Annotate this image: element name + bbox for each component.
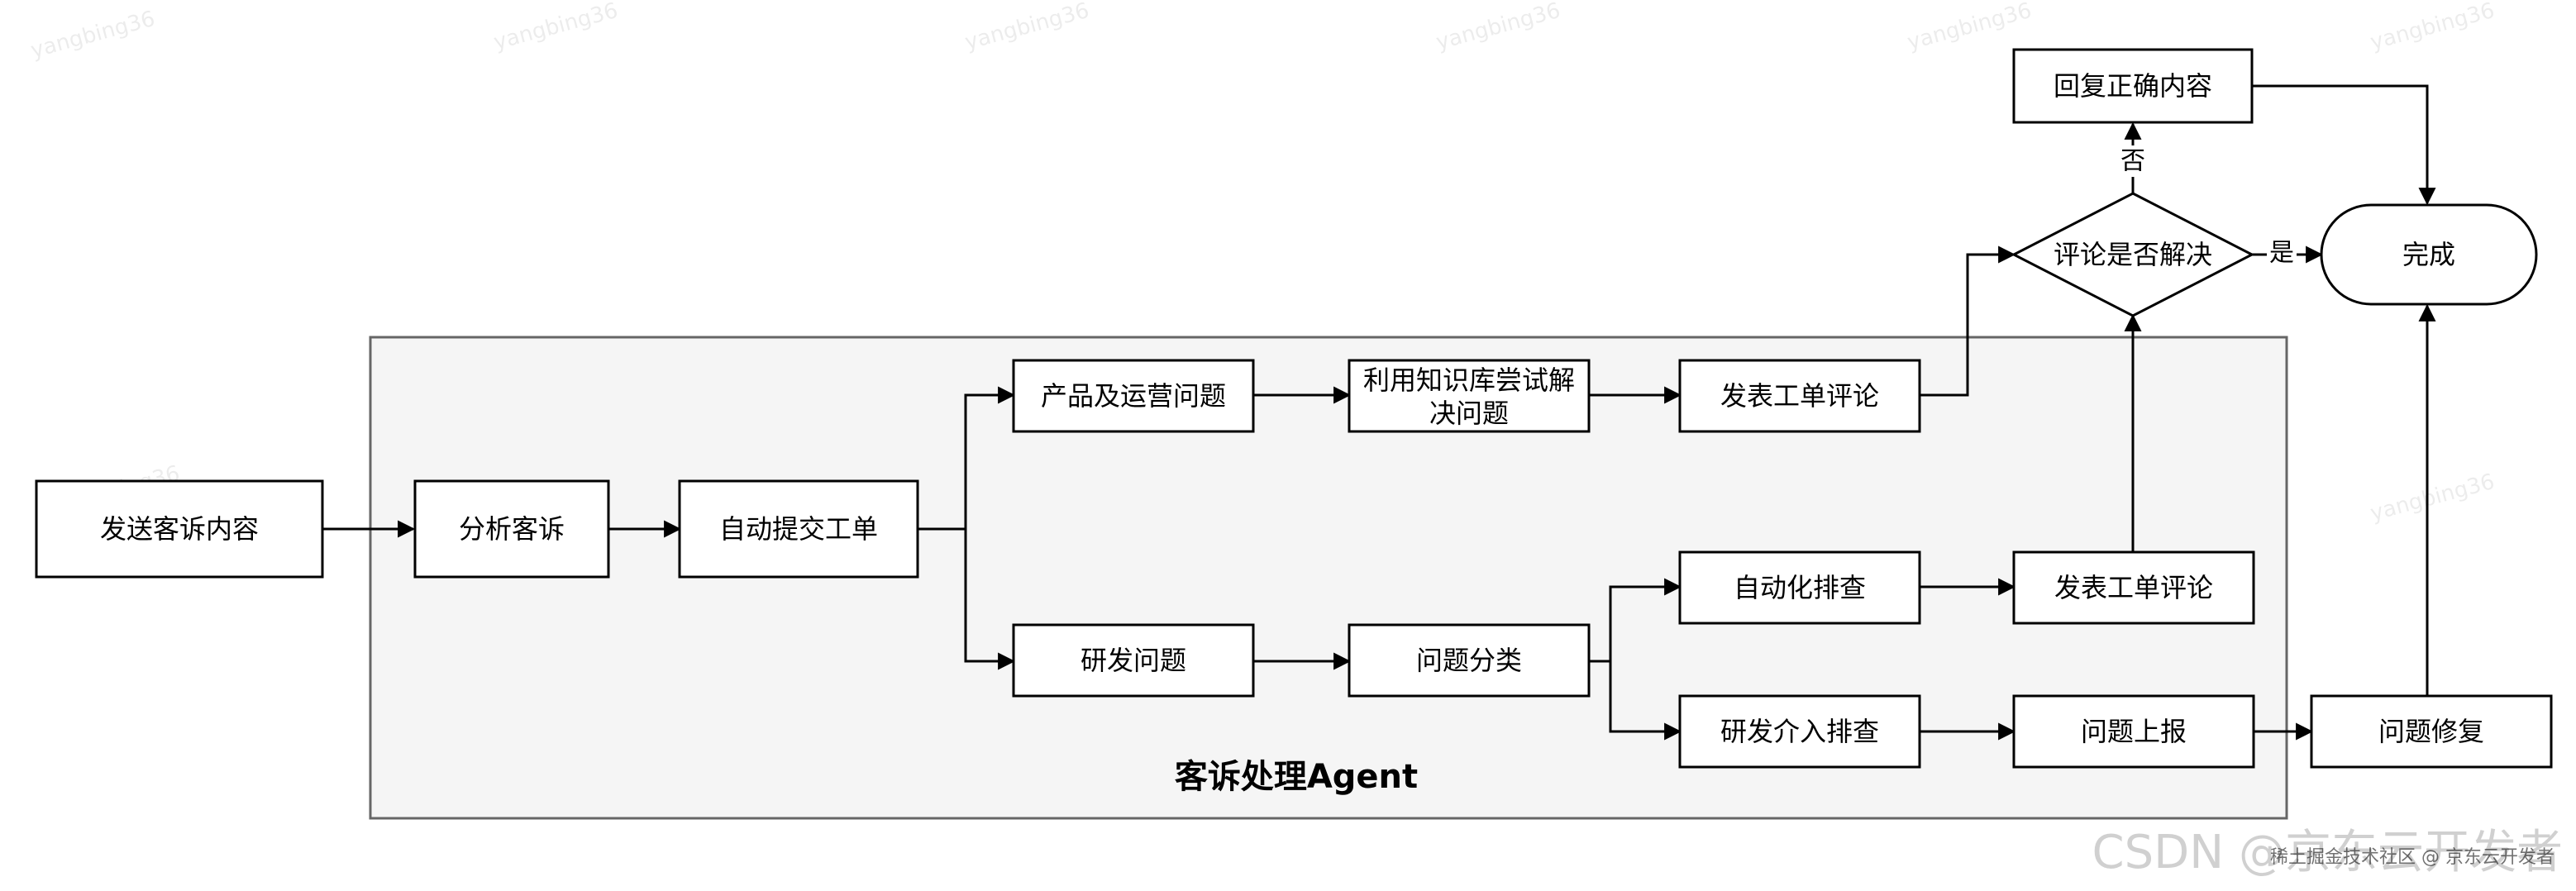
node-classify-label: 问题分类 [1416,645,1522,676]
watermark: yangbing36 [1433,0,1563,55]
node-fix-label: 问题修复 [2378,716,2484,747]
node-auto-check-label: 自动化排查 [1734,572,1866,603]
footer-community: 稀土掘金技术社区 @ 京东云开发者 [2270,847,2555,868]
node-post-comment-mid [2012,550,2255,625]
node-product-ops-label: 产品及运营问题 [1041,380,1226,412]
watermark: yangbing36 [491,0,621,55]
node-knowledge-base-line1: 利用知识库尝试解 [1363,364,1575,396]
edge-label-no: 否 [2120,147,2145,176]
watermark: yangbing36 [28,7,158,64]
node-done [2320,203,2538,306]
watermark: yangbing36 [962,0,1092,55]
node-knowledge-base-line2: 决问题 [1429,398,1509,429]
edge-reply-to-done [2252,84,2436,206]
agent-group-container [369,336,2288,820]
edges [322,84,2436,741]
watermark: yangbing36 [1905,0,2035,55]
node-rnd-check [1678,694,1921,769]
edge-classify-to-autocheck [1589,578,1682,663]
watermark: yangbing36 [2368,0,2497,55]
node-report [2012,694,2255,769]
node-post-comment-mid-label: 发表工单评论 [2054,572,2213,603]
edge-submit-to-product [918,386,1016,531]
node-auto-submit [678,479,919,579]
watermark: yangbing36 [2368,469,2497,526]
node-reply [2012,48,2254,124]
node-analyze-label: 分析客诉 [459,513,565,545]
node-done-label: 完成 [2402,239,2455,270]
node-evaluate-label: 评论是否解决 [2054,239,2212,270]
node-rnd [1012,623,1255,698]
edge-label-yes-bg [2267,240,2297,269]
node-analyze [413,479,610,579]
node-evaluate-decision [2011,192,2255,317]
edge-classify-to-rndcheck [1609,661,1682,741]
node-send-complaint-label: 发送客诉内容 [100,513,259,545]
footer-csdn: CSDN @京东云开发者 [2092,826,2563,879]
edge-submit-to-rnd [964,529,1016,670]
node-auto-submit-label: 自动提交工单 [719,513,878,545]
agent-group-title: 客诉处理Agent [1175,758,1418,796]
edge-label-no-bg [2118,145,2148,177]
node-product-ops [1012,359,1255,433]
node-fix [2310,694,2553,769]
node-rnd-check-label: 研发介入排查 [1720,716,1879,747]
node-reply-label: 回复正确内容 [2054,70,2212,102]
node-rnd-label: 研发问题 [1080,645,1186,676]
edge-comment-to-evaluate [1920,245,2016,397]
node-post-comment-top [1678,359,1921,433]
node-post-comment-top-label: 发表工单评论 [1720,380,1879,412]
node-auto-check [1678,550,1921,625]
node-send-complaint [35,479,324,579]
edge-label-yes: 是 [2269,239,2294,268]
node-classify [1348,623,1591,698]
node-knowledge-base [1348,359,1591,433]
node-report-label: 问题上报 [2081,716,2187,747]
